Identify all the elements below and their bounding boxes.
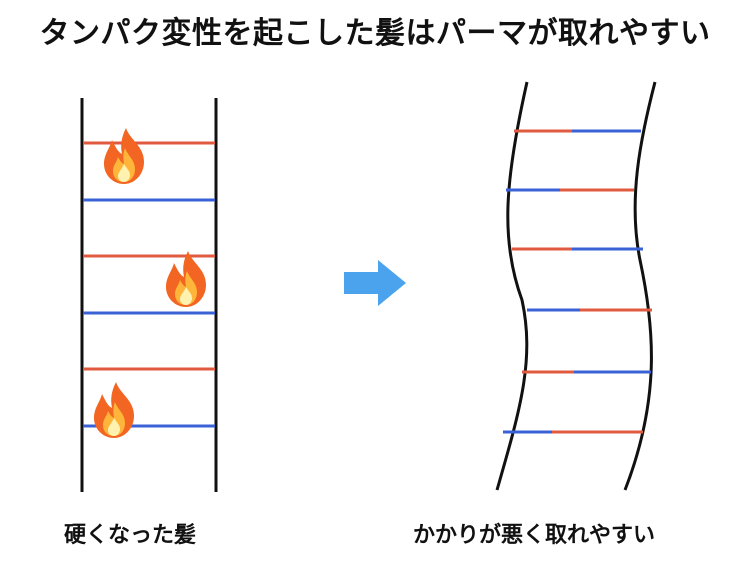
right-arrow-icon [344,260,406,306]
wavy-hair-ladder [495,81,657,491]
left-wavy-rail [495,81,529,491]
hardened-hair-ladder [80,98,218,492]
perm-result-caption: かかりが悪く取れやすい [413,523,656,548]
fire-icon [166,251,206,307]
diagram-title: タンパク変性を起こした髪はパーマが取れやすい [39,16,711,51]
right-wavy-rail [623,81,657,491]
fire-icon [104,128,144,184]
fire-icon [94,382,134,438]
hardened-hair-caption: 硬くなった髪 [64,523,197,548]
